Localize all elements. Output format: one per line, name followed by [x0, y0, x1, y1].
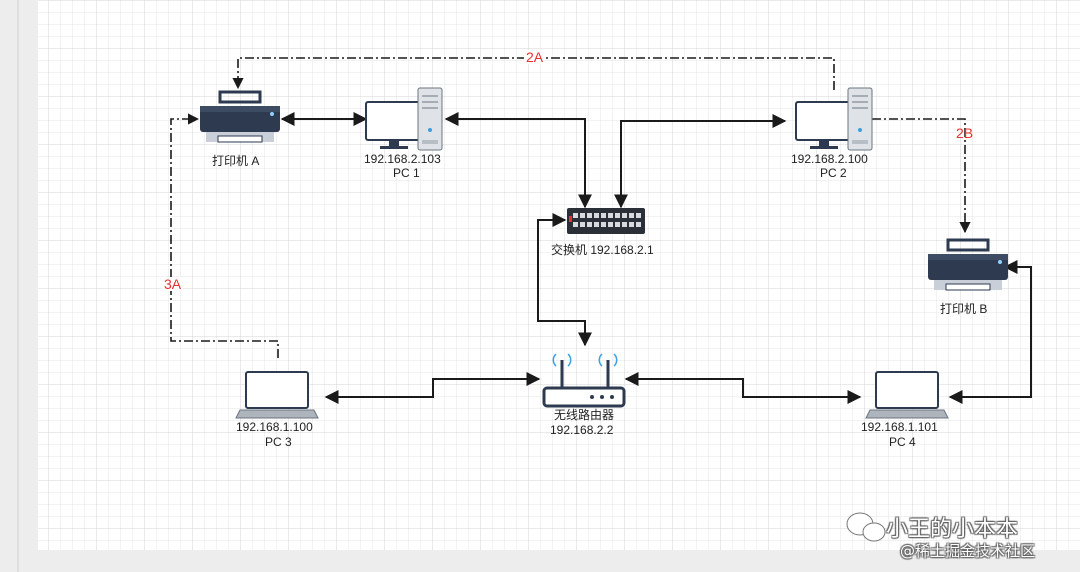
link-pc3-router[interactable]: [324, 372, 541, 404]
router-icon[interactable]: [542, 353, 626, 408]
link-pc1-switch[interactable]: [444, 112, 592, 209]
solid-links: [280, 112, 1032, 404]
pc4-laptop-icon[interactable]: [865, 371, 949, 419]
pc1-ip: 192.168.2.103: [364, 152, 441, 166]
pc2-icon[interactable]: [795, 87, 873, 151]
printer-a-label: 打印机 A: [212, 154, 260, 168]
printer-b-icon[interactable]: [928, 238, 1008, 291]
watermark-title: 小王的小本本: [886, 517, 1019, 542]
link-2b-pc2-printer-b[interactable]: [872, 118, 971, 234]
pc1-icon[interactable]: [365, 87, 443, 151]
pc3-ip: 192.168.1.100: [236, 420, 313, 434]
connection-label-2b: 2B: [956, 125, 974, 141]
pc4-ip: 192.168.1.101: [861, 420, 938, 434]
link-router-pc4[interactable]: [624, 372, 862, 404]
router-ip: 192.168.2.2: [550, 423, 614, 437]
printer-b-label: 打印机 B: [940, 302, 988, 316]
pc4-label: PC 4: [889, 435, 916, 449]
link-pc4-printer-b[interactable]: [948, 260, 1032, 404]
switch-icon[interactable]: [567, 208, 645, 234]
printer-a-icon[interactable]: [200, 90, 280, 143]
connection-label-2a: 2A: [524, 49, 546, 65]
pc2-label: PC 2: [820, 166, 847, 180]
pc2-ip: 192.168.2.100: [791, 152, 868, 166]
switch-label: 交换机 192.168.2.1: [551, 243, 654, 257]
connection-label-3a: 3A: [162, 276, 184, 292]
watermark-chat-icon: [846, 512, 886, 542]
watermark-subtitle: @稀土掘金技术社区: [900, 542, 1036, 560]
pc1-label: PC 1: [393, 166, 420, 180]
router-label: 无线路由器: [554, 408, 615, 422]
link-switch-router[interactable]: [537, 213, 592, 347]
link-3a-pc3-printer-a[interactable]: [170, 113, 279, 358]
pc3-laptop-icon[interactable]: [235, 371, 319, 419]
pc3-label: PC 3: [265, 435, 292, 449]
link-pc2-switch[interactable]: [614, 114, 787, 209]
